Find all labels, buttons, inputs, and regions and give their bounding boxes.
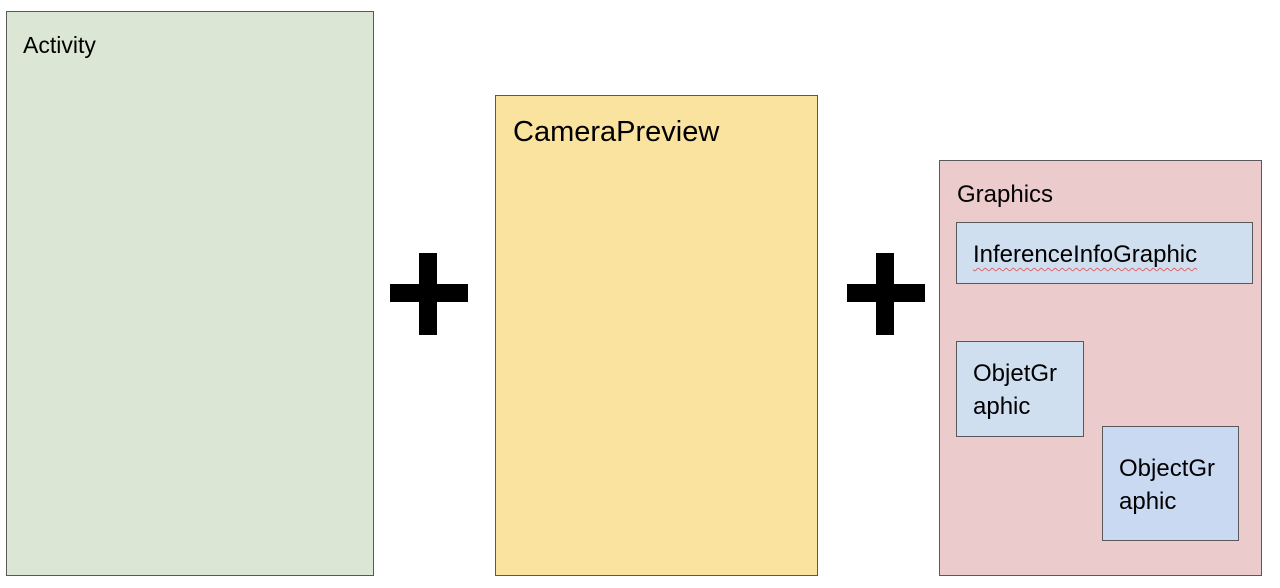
inference-info-graphic-label: InferenceInfoGraphic [973,241,1198,268]
object-graphic-box: ObjectGraphic [1102,426,1239,541]
camera-preview-label: CameraPreview [513,116,720,148]
activity-box: Activity [6,11,374,576]
objet-graphic-box: ObjetGraphic [956,341,1084,437]
camera-preview-box: CameraPreview [495,95,818,576]
inference-info-graphic-box: InferenceInfoGraphic [956,222,1253,284]
graphics-label: Graphics [957,181,1054,208]
activity-label: Activity [23,32,96,58]
plus-icon [390,253,468,335]
object-graphic-label: ObjectGraphic [1119,455,1216,515]
objet-graphic-label: ObjetGraphic [973,360,1058,420]
plus-icon [847,253,925,335]
